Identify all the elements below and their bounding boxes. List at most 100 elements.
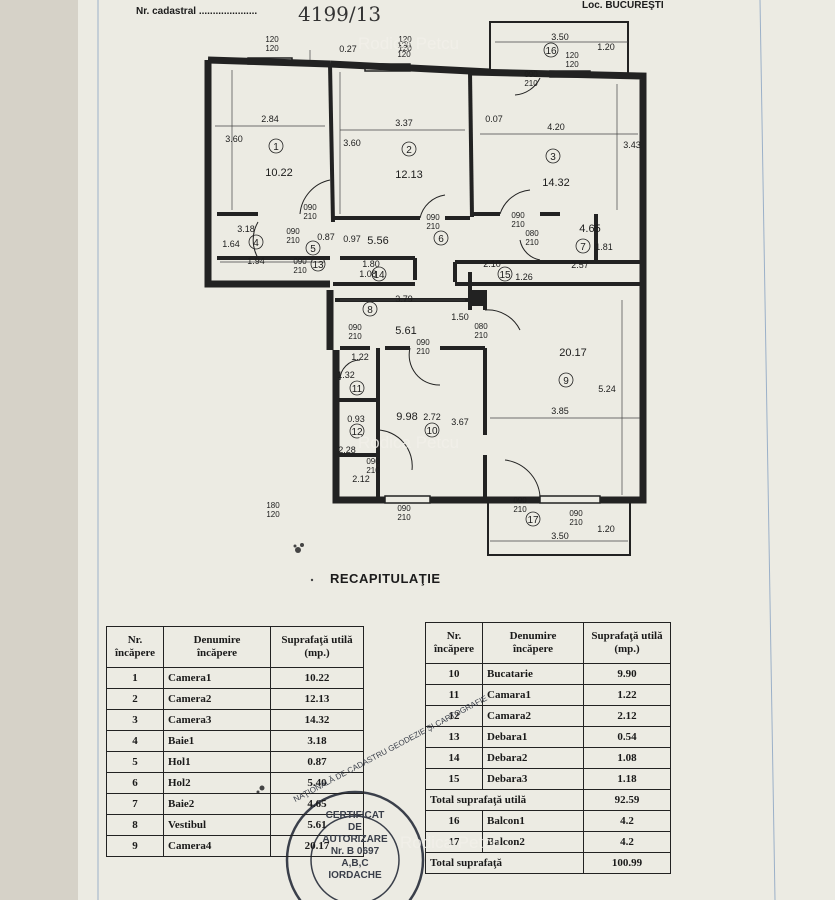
stamp-line: A,B,C [341, 858, 369, 869]
room-number: 13 [312, 260, 324, 271]
opening-dimension: 120 [397, 50, 411, 59]
dimension-label: 2.28 [338, 445, 356, 455]
pillar [470, 290, 484, 306]
dimension-label: 1.81 [595, 242, 613, 252]
dimension-label: 3.85 [551, 406, 569, 416]
room-number-circle [248, 234, 264, 250]
dimension-lines [215, 41, 640, 542]
locality: Loc. BUCUREŞTI [582, 0, 664, 11]
opening-dimension: 210 [474, 331, 488, 340]
opening-dimension: 210 [513, 505, 527, 514]
opening-dimension: 120 [266, 510, 280, 519]
opening-dimension: 080 [525, 229, 539, 238]
dimension-label: 3.60 [225, 134, 243, 144]
room-number-circle [371, 266, 387, 282]
dimension-label: 2.72 [423, 412, 441, 422]
room-number-circle [349, 380, 365, 396]
header-area-text: Suprafaţă utilă(mp.) [591, 630, 663, 655]
cell-name: Camara2 [482, 705, 584, 727]
cell-nr: 3 [106, 709, 164, 731]
cell-name: Camera3 [163, 709, 271, 731]
room-number: 1 [273, 142, 279, 153]
dimension-label: 1.94 [247, 256, 265, 266]
stamp-line: Nr. B 0697 [330, 846, 380, 857]
dimension-label: 3.60 [343, 138, 361, 148]
room-number: 17 [527, 515, 539, 526]
dimension-label: 2.10 [483, 259, 501, 269]
watermark: Rodica Petcu [400, 833, 502, 852]
opening-dimension: 090 [348, 323, 362, 332]
dimension-label: 1.20 [597, 42, 615, 52]
room-number-circle [310, 256, 326, 272]
opening-dimension: 080 [474, 322, 488, 331]
opening-dimension: 210 [426, 222, 440, 231]
opening-dimension: 210 [397, 513, 411, 522]
opening-dimension: 090 [416, 338, 430, 347]
header-area: Suprafaţă utilă(mp.) [270, 626, 364, 668]
room-number-circle [305, 240, 321, 256]
opening-dimension: 090 [511, 211, 525, 220]
room-number-circle [525, 511, 541, 527]
cadastral-number-value: 4199/13 [298, 2, 382, 26]
opening-dimension: 090 [286, 227, 300, 236]
stamp-line: IORDACHE [328, 870, 382, 881]
room-number-circle [433, 230, 449, 246]
cell-nr: 14 [425, 747, 483, 769]
cell-area: 1.22 [583, 684, 671, 706]
cell-nr: 4 [106, 730, 164, 752]
cell-name: Vestibul [163, 814, 271, 836]
dimension-label: 1.26 [515, 272, 533, 282]
room-number: 2 [406, 145, 412, 156]
opening-dimension: 210 [293, 266, 307, 275]
room-number: 4 [253, 238, 259, 249]
cell-name: Camera4 [163, 835, 271, 857]
cell-nr: 10 [425, 663, 483, 685]
cell-nr: 6 [106, 772, 164, 794]
header-nr-text: Nr.încăpere [114, 634, 156, 659]
opening-dimension: 090 [513, 496, 527, 505]
margin-line-right [759, 0, 776, 900]
dimension-label: 1.20 [597, 524, 615, 534]
header-nr-text: Nr.încăpere [433, 630, 475, 655]
dimension-label: 1.50 [451, 312, 469, 322]
room-number-circle [401, 141, 417, 157]
cell-area: 9.90 [583, 663, 671, 685]
cell-nr: 9 [106, 835, 164, 857]
cell-nr: 7 [106, 793, 164, 815]
cell-name: Camera1 [163, 667, 271, 689]
watermark: Rodica Petcu [358, 34, 460, 53]
cell-name: Balcon1 [482, 810, 584, 832]
dimension-label: 2.84 [261, 114, 279, 124]
room-area: 5.61 [395, 325, 416, 337]
opening-dimension: 120 [265, 44, 279, 53]
cell-nr: 16 [425, 810, 483, 832]
opening-dimension: 210 [416, 347, 430, 356]
cell-nr: 5 [106, 751, 164, 773]
room-area: 12.13 [395, 169, 423, 181]
stamp-line: DE [348, 822, 362, 833]
dimension-label: 0.07 [485, 114, 503, 124]
